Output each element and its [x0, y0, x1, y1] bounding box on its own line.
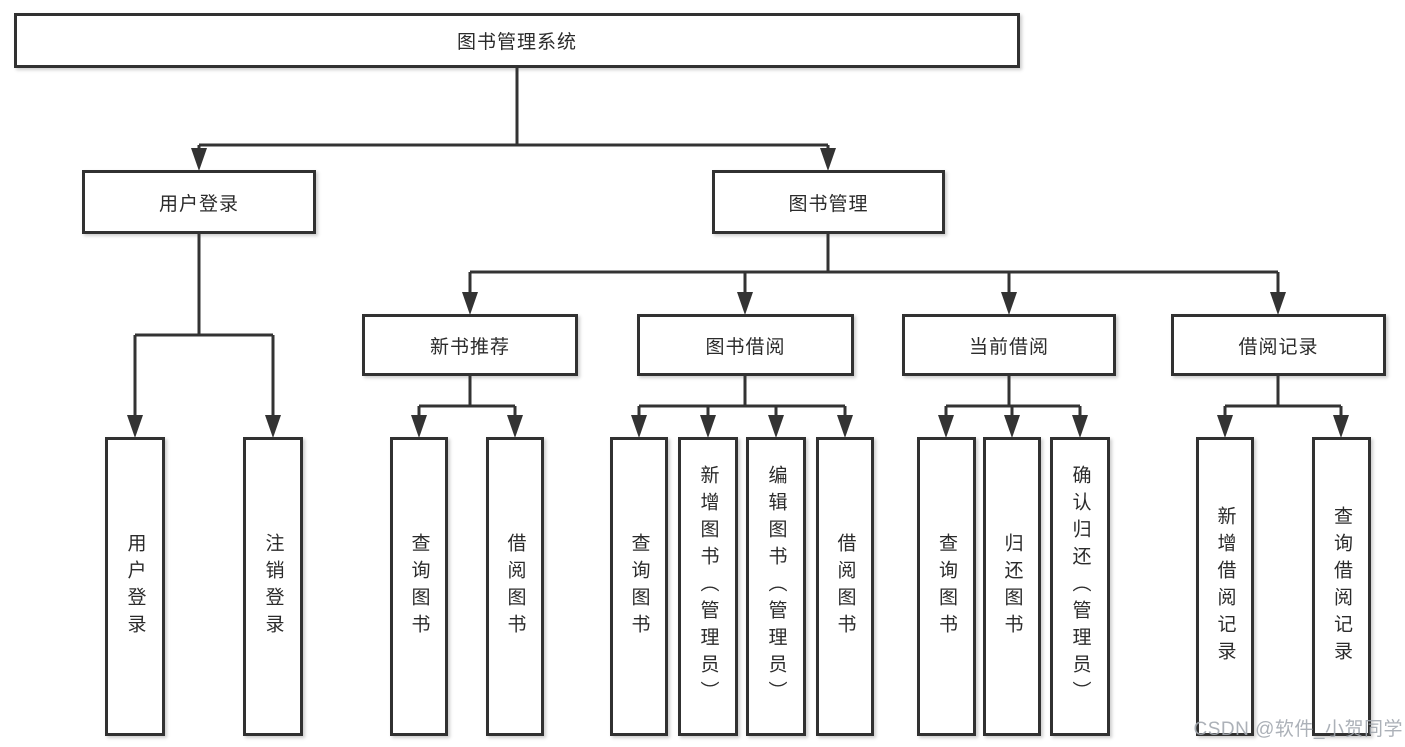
- node-borrowing-records: 借阅记录: [1171, 314, 1386, 376]
- leaf-newrec-query-books: 查询图书: [390, 437, 448, 736]
- leaf-newrec-borrow-books: 借阅图书: [486, 437, 544, 736]
- node-library-management-system: 图书管理系统: [14, 13, 1020, 68]
- leaf-user-login: 用户登录: [105, 437, 165, 736]
- leaf-current-return-books: 归还图书: [983, 437, 1041, 736]
- csdn-watermark: CSDN @软件_小贺同学: [1193, 719, 1403, 740]
- leaf-current-confirm-return-admin: 确认归还（管理员）: [1050, 437, 1110, 736]
- node-new-book-recommend: 新书推荐: [362, 314, 578, 376]
- leaf-borrowing-borrow-books: 借阅图书: [816, 437, 874, 736]
- leaf-borrowing-edit-books-admin: 编辑图书（管理员）: [746, 437, 806, 736]
- node-book-management: 图书管理: [712, 170, 945, 234]
- leaf-borrowing-add-books-admin: 新增图书（管理员）: [678, 437, 738, 736]
- leaf-borrowing-query-books: 查询图书: [610, 437, 668, 736]
- leaf-current-query-books: 查询图书: [917, 437, 976, 736]
- leaf-records-query-record: 查询借阅记录: [1312, 437, 1371, 736]
- leaf-logout: 注销登录: [243, 437, 303, 736]
- leaf-records-add-record: 新增借阅记录: [1196, 437, 1254, 736]
- node-current-borrowing: 当前借阅: [902, 314, 1116, 376]
- node-user-login: 用户登录: [82, 170, 316, 234]
- arrowheads: [127, 148, 1349, 438]
- node-book-borrowing: 图书借阅: [637, 314, 854, 376]
